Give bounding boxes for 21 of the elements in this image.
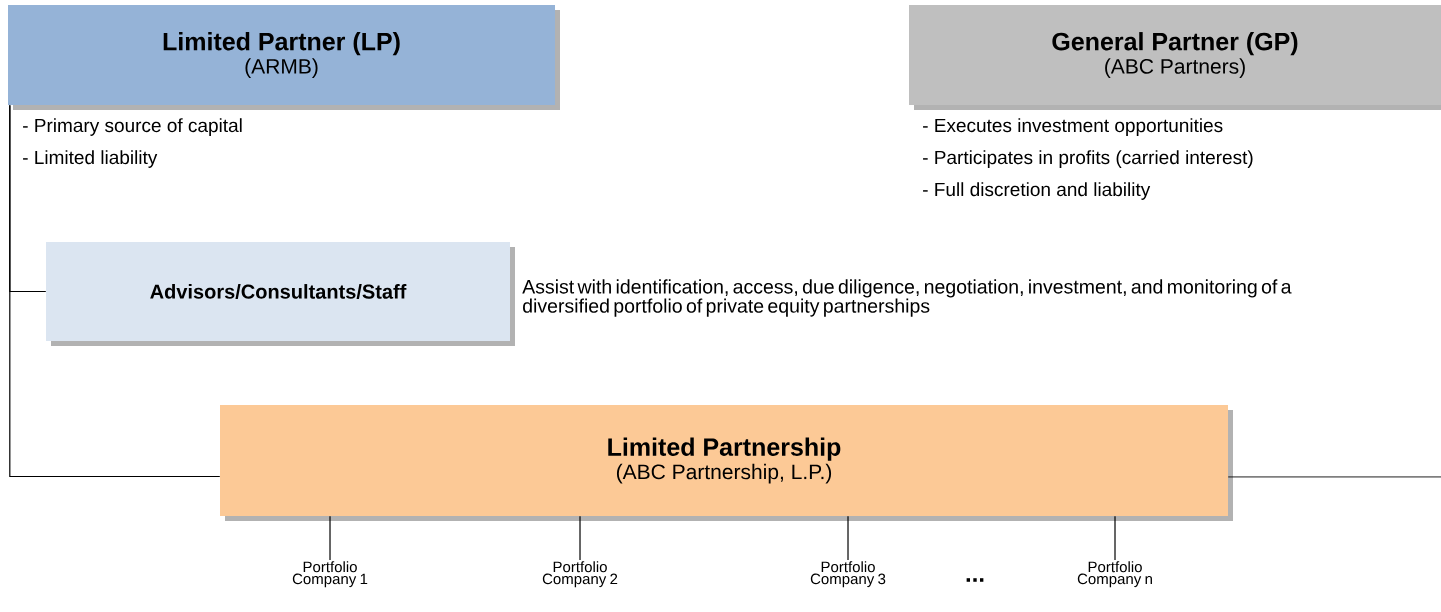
connector-line <box>579 515 581 561</box>
company-label: Portfolio Company n <box>1077 561 1152 588</box>
bullet-text: - Full discretion and liability <box>923 182 1151 200</box>
role-box: Limited Partnership (ABC Partnership, L.P.) <box>220 405 1233 521</box>
role-box: Limited Partner (LP) (ARMB) <box>8 5 560 110</box>
connector-line <box>1114 515 1116 561</box>
connector-line <box>329 515 331 561</box>
company-label: Portfolio Company 3 <box>810 561 886 588</box>
bullet-text: - Executes investment opportunities <box>923 118 1223 136</box>
bullet-text: - Limited liability <box>23 150 158 168</box>
description-text: Assist with identification, access, due diligence, negotiation, investment, and monitoring of a diversified portfolio of private equity partnerships <box>522 279 1292 317</box>
bullet-text: - Participates in profits (carried interest) <box>923 150 1253 168</box>
role-box: General Partner (GP) (ABC Partners) <box>909 5 1441 110</box>
connector-line <box>847 515 849 561</box>
ellipsis-text: ... <box>966 578 984 582</box>
company-label: Portfolio Company 2 <box>542 561 618 588</box>
bullet-text: - Primary source of capital <box>23 118 242 136</box>
advisor-box: Advisors/Consultants/Staff <box>46 242 515 346</box>
company-label: Portfolio Company 1 <box>292 561 368 588</box>
connector-line <box>1227 476 1441 478</box>
connector-line <box>9 104 221 478</box>
